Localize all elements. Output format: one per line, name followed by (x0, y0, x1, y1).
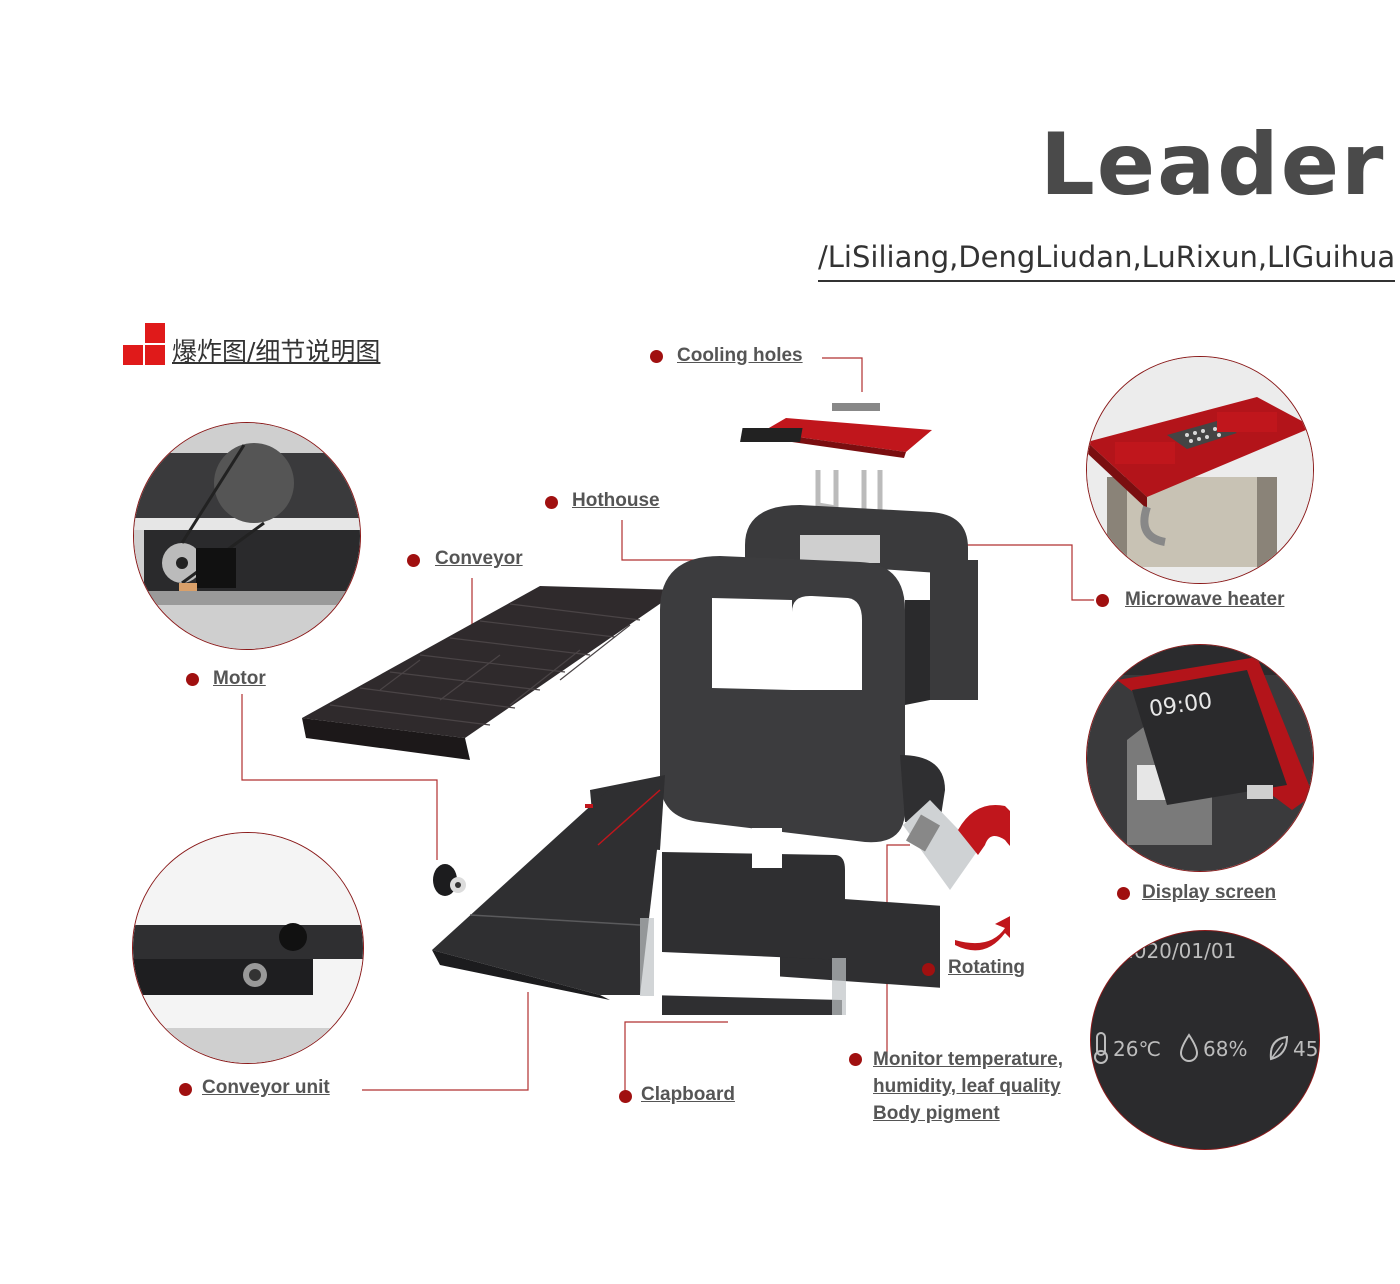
authors-line: /LiSiliang,DengLiudan,LuRixun,LIGuihua (818, 240, 1396, 282)
microwave-detail-circle (1086, 356, 1314, 584)
clapboard-line (624, 1021, 728, 1090)
label-hothouse: Hothouse (572, 490, 660, 511)
page-title: Leader (1040, 115, 1386, 215)
conveyor-belt (302, 586, 680, 760)
conveyor-unit-line (362, 992, 529, 1091)
motor-line (241, 694, 438, 860)
label-rotating: Rotating (948, 957, 1026, 978)
motor-dot (186, 673, 199, 686)
motor-detail-circle (133, 422, 361, 650)
monitor-line (886, 844, 910, 1058)
clapboards (640, 828, 940, 1015)
hothouse-line (621, 520, 720, 561)
section-marker-icon (123, 323, 165, 365)
display-detail-circle: 09:00 (1086, 644, 1314, 872)
display-date: 2020/01/01 (1121, 939, 1237, 963)
leaf-icon (1269, 1035, 1289, 1061)
section-title: 爆炸图/细节说明图 (172, 337, 381, 366)
label-monitor-line-3: Body pigment (873, 1103, 1000, 1124)
label-display-screen: Display screen (1142, 882, 1277, 903)
cooling-holes-line (822, 357, 863, 392)
label-clapboard: Clapboard (641, 1084, 735, 1105)
display-module (903, 800, 1010, 890)
cooling-grille-icon (832, 403, 880, 411)
display-temperature: 26℃ (1113, 1037, 1161, 1061)
microwave-line (930, 544, 1094, 601)
microwave-dot (1096, 594, 1109, 607)
monitor-dot (849, 1053, 862, 1066)
clapboard-dot (619, 1090, 632, 1103)
label-conveyor: Conveyor (435, 548, 523, 569)
display-screen-dot (1117, 887, 1130, 900)
cooling-holes-dot (650, 350, 663, 363)
conveyor-unit-detail-circle (132, 832, 364, 1064)
label-microwave-heater: Microwave heater (1125, 589, 1285, 610)
hothouse-dot (545, 496, 558, 509)
rotating-arrow-icon (955, 916, 1010, 951)
exploded-view (302, 403, 1010, 1015)
red-lid (762, 418, 932, 452)
display-humidity: 68% (1203, 1037, 1248, 1061)
conveyor-unit-dot (179, 1083, 192, 1096)
thermometer-icon (1094, 1032, 1108, 1064)
label-motor: Motor (213, 668, 266, 689)
humidity-drop-icon (1179, 1033, 1199, 1062)
display-leaf-value: 45 (1293, 1037, 1319, 1061)
hothouse-frame (660, 556, 930, 843)
display-zoom-circle: 2020/01/01 26℃ 68% 45 (1090, 930, 1320, 1150)
label-monitor: Monitor temperature, humidity, leaf qual… (873, 1046, 1063, 1127)
rotating-dot (922, 963, 935, 976)
label-conveyor-unit: Conveyor unit (202, 1077, 330, 1098)
label-monitor-line-1: Monitor temperature, (873, 1049, 1064, 1070)
label-monitor-line-2: humidity, leaf quality (873, 1076, 1061, 1097)
label-cooling-holes: Cooling holes (677, 345, 803, 366)
conveyor-dot (407, 554, 420, 567)
motor-icon (433, 864, 466, 896)
conveyor-unit-tray (432, 789, 664, 1000)
